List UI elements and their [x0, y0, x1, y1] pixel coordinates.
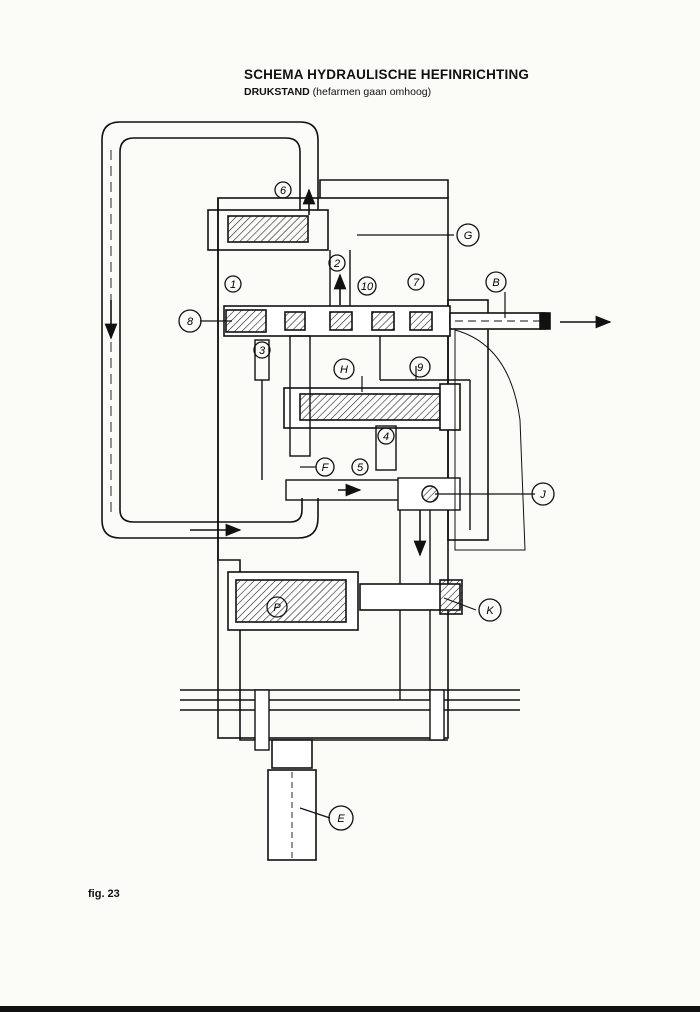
callout-P: P — [266, 596, 288, 618]
callout-J-label: J — [539, 489, 546, 501]
callout-K-label: K — [486, 605, 494, 617]
callout-H-label: H — [340, 364, 348, 376]
callout-1-label: 1 — [230, 279, 236, 291]
callout-leaders — [200, 234, 535, 819]
relief-valve — [283, 383, 461, 431]
callout-B-label: B — [492, 277, 499, 289]
callout-10: 10 — [357, 276, 377, 296]
callout-G: G — [456, 223, 480, 247]
figure-label: fig. 23 — [88, 888, 120, 900]
outlet-lines — [180, 689, 520, 751]
pump-piston — [227, 571, 463, 631]
callout-4: 4 — [377, 427, 395, 445]
callout-G-label: G — [464, 230, 473, 242]
bottom-rule — [0, 1006, 700, 1012]
callout-H: H — [333, 358, 355, 380]
callout-5: 5 — [351, 458, 369, 476]
callout-6-label: 6 — [280, 185, 287, 197]
callout-F: F — [315, 457, 335, 477]
control-valve-spool — [223, 305, 551, 337]
callout-3-label: 3 — [259, 345, 266, 357]
callout-K: K — [478, 598, 502, 622]
callout-P-label: P — [273, 602, 281, 614]
flow-arrows — [104, 188, 612, 557]
callout-E: E — [328, 805, 354, 831]
subtitle-paren: (hefarmen gaan omhoog) — [312, 86, 432, 98]
lift-cylinder — [267, 739, 317, 861]
callout-E-label: E — [337, 813, 345, 825]
callout-5-label: 5 — [357, 462, 364, 474]
cast-housing-right — [454, 329, 526, 551]
callout-8-label: 8 — [187, 316, 194, 328]
page-title: SCHEMA HYDRAULISCHE HEFINRICHTING — [244, 67, 530, 82]
callout-4-label: 4 — [383, 431, 389, 443]
callout-10-label: 10 — [361, 281, 374, 293]
callout-3: 3 — [253, 341, 271, 359]
callout-1: 1 — [224, 275, 242, 293]
callout-8: 8 — [178, 309, 202, 333]
callout-2: 2 — [328, 254, 346, 272]
callout-B: B — [485, 271, 507, 293]
callout-7: 7 — [407, 273, 425, 291]
callout-7-label: 7 — [413, 277, 420, 289]
callout-J: J — [531, 482, 555, 506]
callout-9: 9 — [409, 356, 431, 378]
callout-F-label: F — [322, 462, 330, 474]
pump-housing — [207, 179, 489, 741]
callout-6: 6 — [274, 181, 292, 199]
subtitle-main: DRUKSTAND — [244, 86, 310, 98]
page-subtitle: DRUKSTAND (hefarmen gaan omhoog) — [244, 86, 431, 98]
callout-9-label: 9 — [417, 362, 423, 374]
callout-2-label: 2 — [333, 258, 340, 270]
